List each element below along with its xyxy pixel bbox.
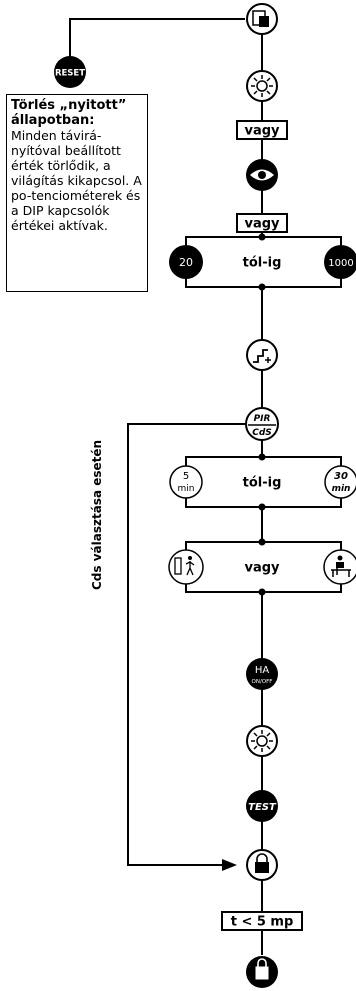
eye-icon xyxy=(246,159,278,191)
range-min-value: 20 xyxy=(179,256,193,269)
test-button[interactable]: TEST xyxy=(246,790,278,822)
lock-closed-icon xyxy=(246,849,278,881)
sun-icon xyxy=(246,70,278,102)
range-box-2: 5 min 30 min tól-ig xyxy=(169,453,356,511)
range-label-1: tól-ig xyxy=(243,256,282,271)
ha-label: HA xyxy=(255,665,270,676)
timer-label: t < 5 mp xyxy=(231,915,294,930)
range-box-1: 20 1000 tól-ig xyxy=(169,233,356,291)
lock-bottom-icon xyxy=(246,956,278,988)
time-min-value: 5 xyxy=(183,471,189,482)
info-text: Minden távirá-nyítóval beállított érték … xyxy=(11,128,142,233)
info-title: Törlés „nyitott” állapotban: xyxy=(11,98,127,128)
time-min-badge xyxy=(169,465,203,499)
cds-feedback-line xyxy=(127,423,246,866)
test-label: TEST xyxy=(248,802,277,813)
reset-button[interactable]: RESET xyxy=(54,56,86,88)
time-max-unit: min xyxy=(332,484,351,494)
time-min-unit: min xyxy=(178,484,195,494)
pir-cds-selector: PIR CdS xyxy=(245,407,279,441)
reset-label: RESET xyxy=(55,69,85,79)
timer-box: t < 5 mp xyxy=(221,911,303,931)
range-max-value: 1000 xyxy=(328,258,353,269)
or-label-3: vagy xyxy=(244,561,280,576)
or-label-2: vagy xyxy=(244,217,280,232)
pir-label: PIR xyxy=(254,414,271,424)
stairs-plus-icon xyxy=(246,339,278,371)
reset-connector xyxy=(69,18,245,58)
range-min-badge xyxy=(169,245,203,279)
range-label-2: tól-ig xyxy=(243,476,282,491)
onoff-label: ON/OFF xyxy=(252,679,273,685)
person-exit-icon xyxy=(168,549,204,585)
time-max-badge xyxy=(324,465,356,499)
cds-feedback-arrow xyxy=(222,859,237,871)
reset-info-box: Törlés „nyitott” állapotban: Minden távi… xyxy=(6,94,148,292)
cds-path-label: Cds választása esetén xyxy=(90,439,104,590)
gate-open-icon xyxy=(246,3,278,35)
ha-onoff-badge: HA ON/OFF xyxy=(246,658,278,690)
cds-label: CdS xyxy=(252,428,272,438)
range-max-badge xyxy=(324,245,356,279)
light-off-icon xyxy=(246,725,278,757)
time-max-value: 30 xyxy=(334,471,348,482)
or-box-3: vagy xyxy=(168,538,356,596)
or-box-1: vagy xyxy=(236,120,288,140)
or-label-1: vagy xyxy=(244,124,280,139)
or-box-2: vagy xyxy=(236,213,288,233)
person-desk-icon xyxy=(323,549,356,585)
